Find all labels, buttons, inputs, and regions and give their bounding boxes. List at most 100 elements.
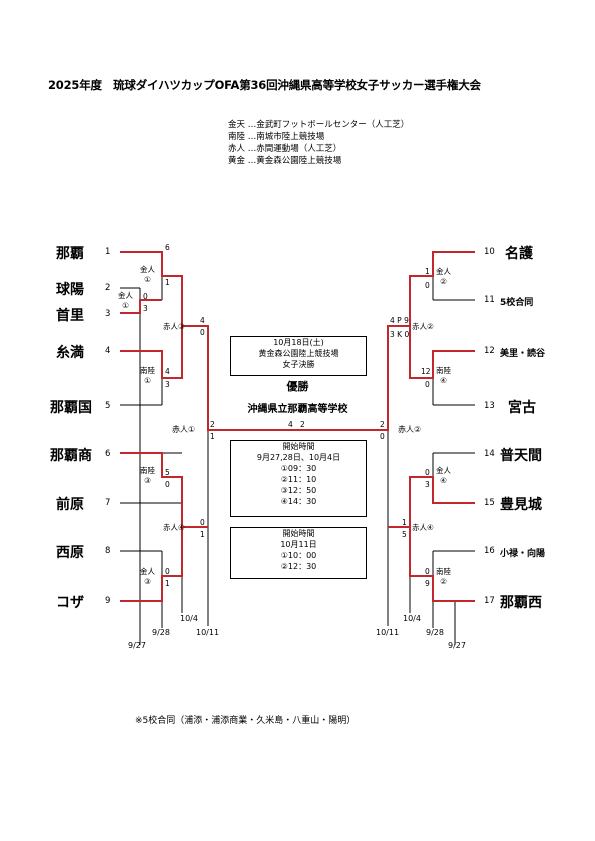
score: 12 xyxy=(421,367,431,376)
score: 4 xyxy=(200,316,205,325)
score: 2 xyxy=(210,420,215,429)
score: 1 xyxy=(210,432,215,441)
round-date: 9/28 xyxy=(152,628,170,637)
score: 5 xyxy=(402,530,407,539)
score: 1 xyxy=(402,518,407,527)
score: 9 xyxy=(425,579,430,588)
team-seed: 4 xyxy=(105,346,111,356)
round-date: 9/27 xyxy=(128,641,146,650)
score: 3 xyxy=(143,304,148,313)
venue-code: 赤人③ xyxy=(163,322,185,331)
score: 1 xyxy=(200,530,205,539)
document-title: 2025年度 琉球ダイハツカップOFA第36回沖縄県高等学校女子サッカー選手権大… xyxy=(48,78,481,92)
score: 2 xyxy=(380,420,385,429)
score: 0 xyxy=(143,292,148,301)
team-name: 前原 xyxy=(56,497,84,513)
team-name: 普天間 xyxy=(500,448,542,464)
venue-code: 赤人② xyxy=(412,322,434,331)
team-seed: 2 xyxy=(105,283,111,293)
final-info-box: 10月18日(土) 黄金森公園陸上競技場 女子決勝 xyxy=(230,336,367,376)
round-date: 10/11 xyxy=(376,628,400,637)
team-name: 宮古 xyxy=(508,400,536,416)
final-score-right: 2 xyxy=(300,420,305,429)
team-name: 糸満 xyxy=(56,345,84,361)
round-date: 10/4 xyxy=(403,614,421,623)
score: 0 xyxy=(380,432,385,441)
team-seed: 16 xyxy=(484,546,495,556)
team-seed: 15 xyxy=(484,498,495,508)
round-date: 9/27 xyxy=(448,641,466,650)
team-seed: 9 xyxy=(105,596,111,606)
final-score-left: 4 xyxy=(288,420,293,429)
score: 0 xyxy=(425,468,430,477)
round-date: 9/28 xyxy=(426,628,444,637)
round-date: 10/11 xyxy=(196,628,220,637)
score: 1 xyxy=(165,278,170,287)
score: 4 P 9 xyxy=(390,316,409,325)
score: 1 xyxy=(165,579,170,588)
team-seed: 14 xyxy=(484,449,495,459)
team-seed: 5 xyxy=(105,401,111,411)
score: 0 xyxy=(425,281,430,290)
team-name: 豊見城 xyxy=(500,497,542,513)
team-seed: 11 xyxy=(484,295,495,305)
team-seed: 6 xyxy=(105,449,111,459)
team-seed: 7 xyxy=(105,498,111,508)
score: 3 xyxy=(425,480,430,489)
champion-label: 優勝 xyxy=(286,380,309,393)
venue-code: 赤人④ xyxy=(412,523,434,532)
team-seed: 10 xyxy=(484,247,495,257)
team-name: 西原 xyxy=(56,545,84,561)
team-name: 首里 xyxy=(56,308,84,324)
team-name: コザ xyxy=(56,595,84,611)
score: 0 xyxy=(200,328,205,337)
team-seed: 8 xyxy=(105,546,111,556)
venue-code: 赤人② xyxy=(398,425,422,434)
score: 6 xyxy=(165,243,170,252)
footnote: ※5校合同（浦添・浦添商業・久米島・八重山・陽明） xyxy=(135,716,356,726)
team-name: 小禄・向陽 xyxy=(500,549,546,559)
score: 0 xyxy=(165,480,170,489)
score: 5 xyxy=(165,468,170,477)
team-name: 那覇商 xyxy=(50,448,92,464)
legend-line-2: 南陸 …南城市陸上競技場 xyxy=(228,132,325,142)
team-name: 那覇 xyxy=(56,246,84,262)
team-name: 那覇西 xyxy=(500,595,542,611)
team-seed: 1 xyxy=(105,247,111,257)
team-name: 名護 xyxy=(505,246,533,262)
team-seed: 3 xyxy=(105,309,111,319)
score: 0 xyxy=(165,567,170,576)
score: 0 xyxy=(200,518,205,527)
score: 4 xyxy=(165,367,170,376)
team-name: 那覇国 xyxy=(50,400,92,416)
team-seed: 17 xyxy=(484,596,495,606)
legend-line-1: 金天 …金武町フットボールセンター（人工芝） xyxy=(228,120,410,130)
score: 1 xyxy=(425,267,430,276)
team-name: 美里・読谷 xyxy=(500,349,546,359)
venue-code: 赤人④ xyxy=(163,523,185,532)
team-seed: 12 xyxy=(484,346,495,356)
team-seed: 13 xyxy=(484,401,495,411)
team-name: 球陽 xyxy=(56,282,84,298)
score: 3 xyxy=(165,380,170,389)
round-date: 10/4 xyxy=(180,614,198,623)
team-name: 5校合同 xyxy=(500,298,534,308)
venue-code: 赤人① xyxy=(172,425,196,434)
start-time-box: 開始時間 9月27,28日、10月4日 ①09：30 ②11：10 ③12：50… xyxy=(230,440,367,517)
score: 0 xyxy=(425,380,430,389)
legend-line-3: 赤人 …赤間運動場（人工芝） xyxy=(228,144,342,154)
score: 0 xyxy=(425,567,430,576)
start-time-box: 開始時間 10月11日 ①10：00 ②12：30 xyxy=(230,527,367,579)
score: 3 K 0 xyxy=(390,330,410,339)
champion-name: 沖縄県立那覇高等学校 xyxy=(247,404,348,415)
